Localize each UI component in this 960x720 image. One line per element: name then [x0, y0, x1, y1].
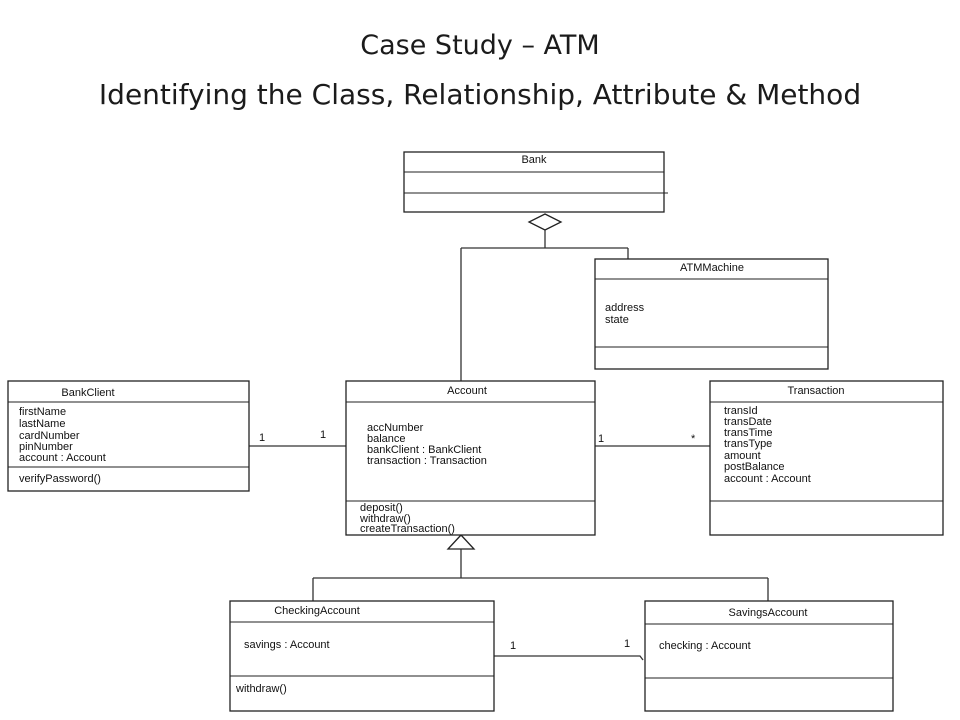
- class-transaction: Transaction transId transDate transTime …: [709, 380, 944, 536]
- method: createTransaction(): [360, 523, 455, 535]
- association-checking-savings: [494, 655, 644, 661]
- multiplicity-account-client: 1: [320, 429, 326, 441]
- class-atm-machine: ATMMachine address state: [594, 258, 829, 370]
- class-bank-client: BankClient firstName lastName cardNumber…: [7, 380, 250, 492]
- class-bank: Bank: [403, 151, 668, 213]
- attribute: lastName: [19, 418, 65, 430]
- attribute: accNumber: [367, 422, 424, 434]
- method: withdraw(): [359, 513, 411, 525]
- attribute: transId: [724, 405, 758, 417]
- method: withdraw(): [235, 683, 287, 695]
- class-name: Account: [447, 385, 487, 397]
- method: verifyPassword(): [19, 473, 101, 485]
- attribute: state: [605, 314, 629, 326]
- attribute: transTime: [724, 427, 773, 439]
- slide-subtitle: Identifying the Class, Relationship, Att…: [98, 78, 862, 111]
- multiplicity-checking: 1: [510, 640, 516, 652]
- slide-title: Case Study – ATM: [360, 30, 600, 61]
- generalization-triangle: [446, 534, 476, 550]
- attribute: address: [605, 302, 645, 314]
- class-name: Bank: [521, 154, 547, 166]
- attribute: transDate: [724, 416, 772, 428]
- class-name: Transaction: [787, 385, 844, 397]
- aggregation-diamond: [527, 213, 563, 231]
- class-savings-account: SavingsAccount checking : Account: [644, 600, 894, 712]
- attribute: balance: [367, 433, 406, 445]
- class-name: BankClient: [61, 387, 114, 399]
- attribute: amount: [724, 450, 761, 462]
- attribute: account : Account: [724, 473, 811, 485]
- multiplicity-account-transaction: 1: [598, 433, 604, 445]
- multiplicity-transaction: *: [691, 433, 696, 445]
- attribute: cardNumber: [19, 430, 80, 442]
- attribute: transType: [724, 438, 772, 450]
- attribute: savings : Account: [244, 639, 330, 651]
- attribute: bankClient : BankClient: [367, 444, 481, 456]
- class-name: ATMMachine: [680, 262, 744, 274]
- attribute: checking : Account: [659, 640, 751, 652]
- method: deposit(): [360, 502, 403, 514]
- class-account: Account accNumber balance bankClient : B…: [345, 380, 596, 536]
- attribute: firstName: [19, 406, 66, 418]
- class-checking-account: CheckingAccount savings : Account withdr…: [229, 600, 495, 712]
- attribute: pinNumber: [19, 441, 73, 453]
- class-name: CheckingAccount: [274, 605, 360, 617]
- class-name: SavingsAccount: [729, 607, 808, 619]
- attribute: postBalance: [724, 461, 785, 473]
- attribute: transaction : Transaction: [367, 455, 487, 467]
- multiplicity-savings: 1: [624, 638, 630, 650]
- attribute: account : Account: [19, 452, 106, 464]
- multiplicity-bankclient: 1: [259, 432, 265, 444]
